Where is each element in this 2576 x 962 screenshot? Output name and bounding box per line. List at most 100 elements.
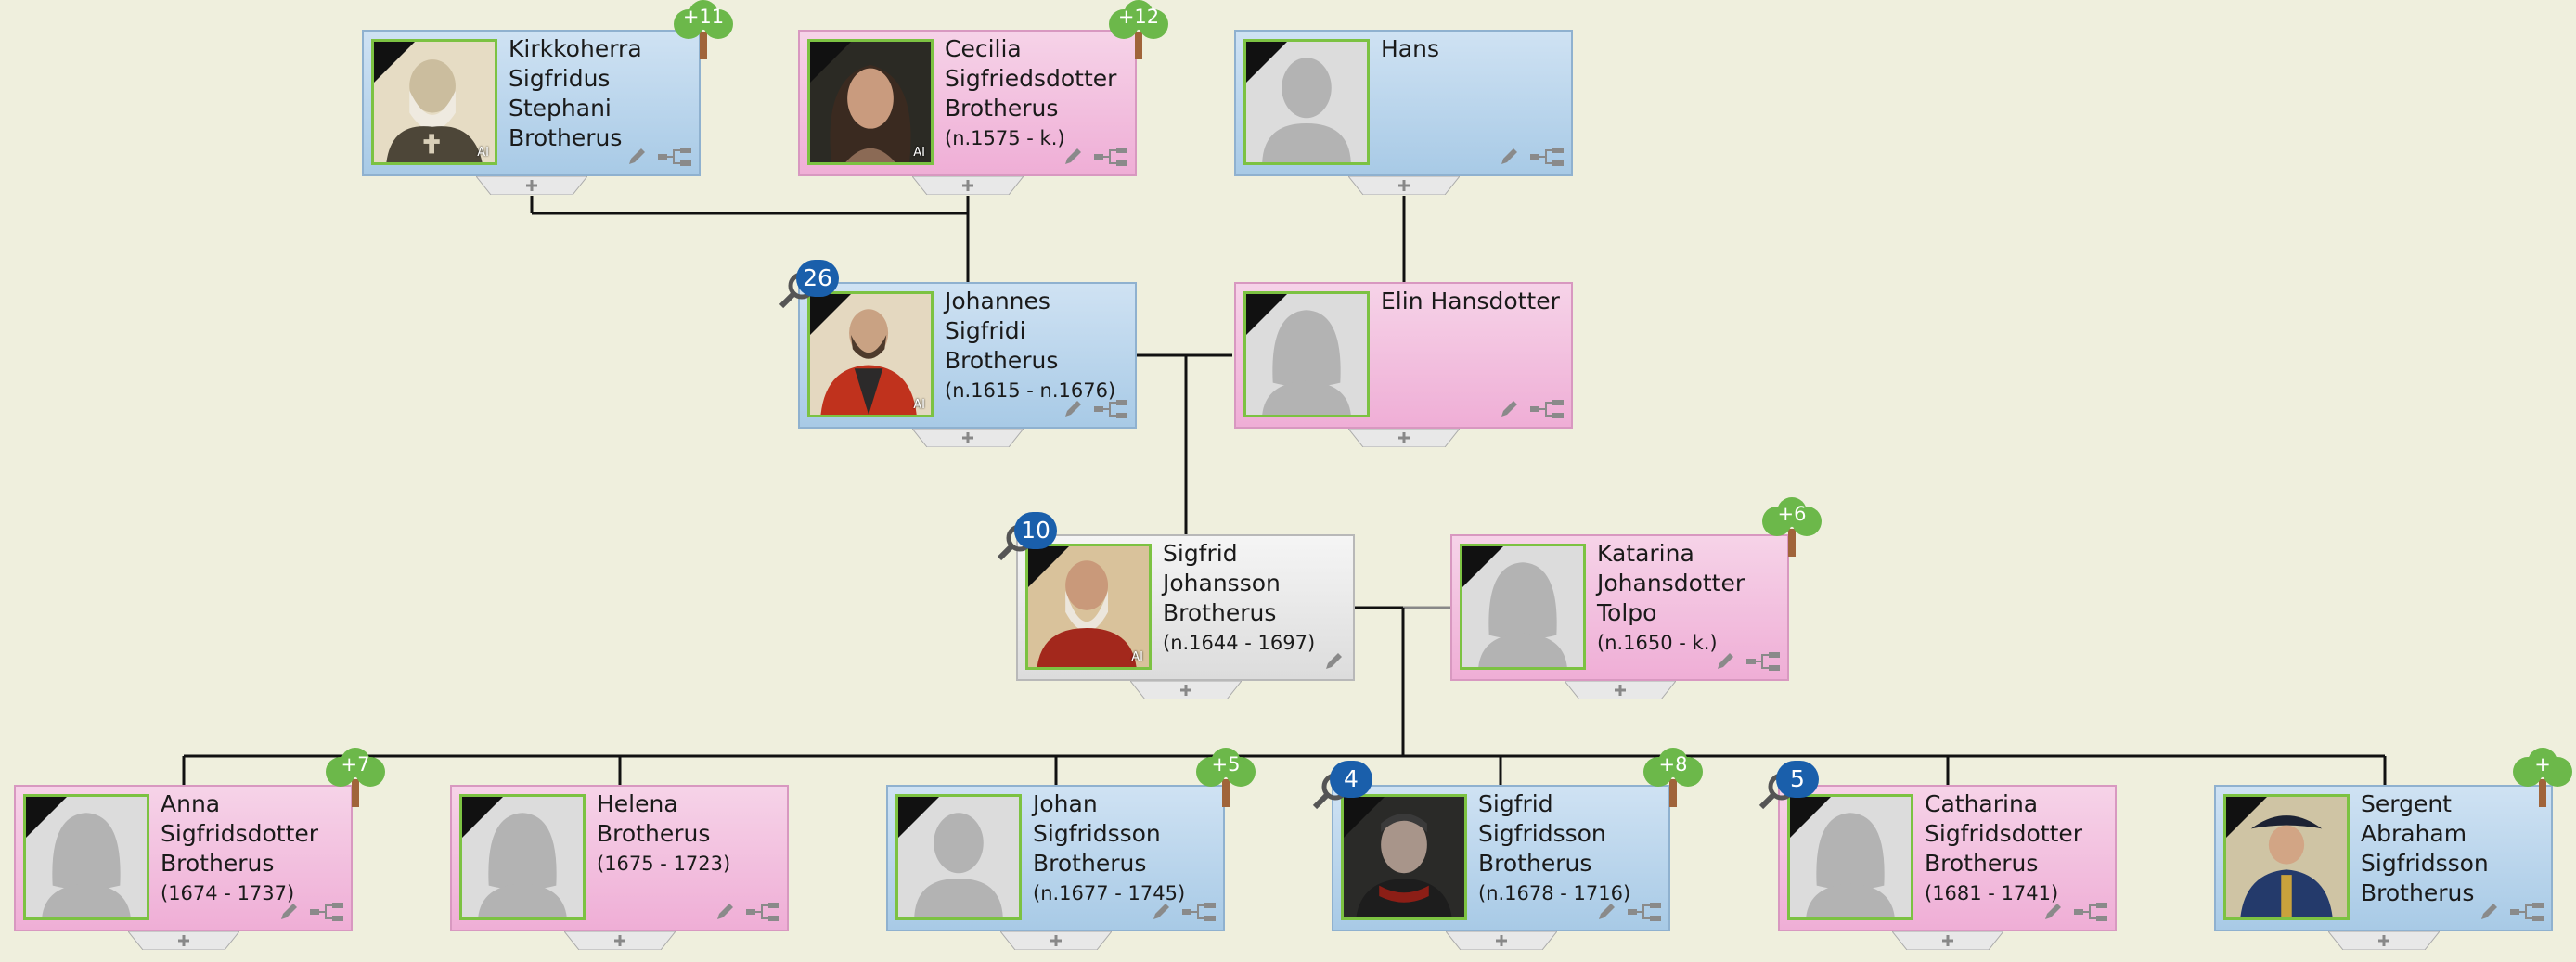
pencil-icon[interactable]: [1596, 900, 1618, 922]
pencil-icon[interactable]: [1323, 649, 1346, 672]
person-card-sigfridus[interactable]: AI Kirkkoherra Sigfridus Stephani Brothe…: [362, 30, 701, 176]
life-dates: (n.1575 - k.): [945, 127, 1065, 149]
deceased-ribbon: [2226, 797, 2267, 838]
descendants-tree-icon[interactable]: +8: [1640, 748, 1707, 809]
expand-button[interactable]: [912, 176, 1024, 195]
person-card-johannes[interactable]: AI Johannes Sigfridi Brotherus(n.1615 - …: [798, 282, 1137, 429]
person-card-elin[interactable]: Elin Hansdotter: [1234, 282, 1573, 429]
pencil-icon[interactable]: [2479, 900, 2501, 922]
family-tree-icon[interactable]: [1182, 902, 1216, 922]
family-tree-icon[interactable]: [1628, 902, 1661, 922]
portrait-photo[interactable]: AI: [1025, 544, 1152, 670]
person-card-catharina[interactable]: Catharina Sigfridsdotter Brotherus(1681 …: [1778, 785, 2117, 931]
portrait-placeholder[interactable]: [1243, 291, 1370, 417]
tree-count: +7: [341, 753, 370, 776]
life-dates: (1675 - 1723): [597, 853, 731, 875]
expand-button[interactable]: [128, 931, 239, 950]
person-card-sergent-abraham[interactable]: Sergent Abraham Sigfridsson Brotherus: [2214, 785, 2553, 931]
name-text: Catharina Sigfridsdotter Brotherus: [1925, 790, 2083, 877]
family-tree-icon[interactable]: [2510, 902, 2544, 922]
expand-button[interactable]: [1446, 931, 1557, 950]
person-name: Elin Hansdotter: [1381, 287, 1564, 316]
person-card-hans[interactable]: Hans: [1234, 30, 1573, 176]
family-tree-icon[interactable]: [1094, 399, 1127, 419]
person-card-katarina[interactable]: Katarina Johansdotter Tolpo(n.1650 - k.): [1450, 534, 1789, 681]
pencil-icon[interactable]: [1063, 145, 1085, 167]
ai-label: AI: [1131, 650, 1143, 664]
portrait-photo[interactable]: [1341, 794, 1467, 920]
expand-button[interactable]: [476, 176, 587, 195]
tree-count: +12: [1117, 6, 1160, 28]
portrait-placeholder[interactable]: [23, 794, 149, 920]
pencil-icon[interactable]: [1715, 649, 1737, 672]
ai-label: AI: [477, 146, 489, 160]
descendants-tree-icon[interactable]: +12: [1105, 0, 1172, 61]
portrait-soldier-tricorn: [2226, 797, 2347, 917]
portrait-placeholder[interactable]: [1243, 39, 1370, 165]
person-card-sigfrid-johansson[interactable]: AI Sigfrid Johansson Brotherus(n.1644 - …: [1016, 534, 1355, 681]
descendants-tree-icon[interactable]: +7: [322, 748, 389, 809]
family-tree-icon[interactable]: [1530, 147, 1564, 167]
ai-label: AI: [913, 146, 925, 160]
pencil-icon[interactable]: [715, 900, 737, 922]
person-name: Hans: [1381, 34, 1564, 64]
portrait-placeholder[interactable]: [459, 794, 586, 920]
person-card-helena[interactable]: Helena Brotherus (1675 - 1723): [450, 785, 789, 931]
pencil-icon[interactable]: [2042, 900, 2065, 922]
deceased-ribbon: [26, 797, 67, 838]
portrait-placeholder[interactable]: [1787, 794, 1913, 920]
deceased-ribbon: [810, 42, 851, 83]
expand-button[interactable]: [1000, 931, 1112, 950]
descendants-tree-icon[interactable]: +: [2509, 748, 2576, 809]
pencil-icon[interactable]: [1499, 397, 1521, 419]
family-tree-icon[interactable]: [658, 147, 691, 167]
tree-count: +5: [1211, 753, 1241, 776]
expand-button[interactable]: [1130, 681, 1242, 699]
descendants-tree-icon[interactable]: +6: [1758, 497, 1825, 558]
pencil-icon[interactable]: [1151, 900, 1173, 922]
portrait-photo[interactable]: AI: [807, 39, 934, 165]
name-text: Helena Brotherus: [597, 790, 711, 847]
person-card-cecilia[interactable]: AI Cecilia Sigfriedsdotter Brotherus(n.1…: [798, 30, 1137, 176]
person-name: Sergent Abraham Sigfridsson Brotherus: [2361, 789, 2544, 908]
pencil-icon[interactable]: [626, 145, 649, 167]
tree-count: +11: [682, 6, 725, 28]
portrait-photo[interactable]: [2223, 794, 2350, 920]
person-name: Sigfrid Johansson Brotherus(n.1644 - 169…: [1163, 539, 1346, 658]
female-silhouette-icon: [1246, 294, 1367, 415]
person-card-anna[interactable]: Anna Sigfridsdotter Brotherus(1674 - 173…: [14, 785, 353, 931]
person-card-johan[interactable]: Johan Sigfridsson Brotherus(n.1677 - 174…: [886, 785, 1225, 931]
portrait-placeholder[interactable]: [1460, 544, 1586, 670]
deceased-ribbon: [1462, 546, 1503, 587]
portrait-photo[interactable]: AI: [807, 291, 934, 417]
family-tree-icon[interactable]: [746, 902, 779, 922]
family-tree-icon[interactable]: [310, 902, 343, 922]
expand-button[interactable]: [564, 931, 676, 950]
descendants-tree-icon[interactable]: +5: [1192, 748, 1259, 809]
expand-button[interactable]: [1892, 931, 2003, 950]
pencil-icon[interactable]: [1063, 397, 1085, 419]
person-card-sigfrid-sigfridsson[interactable]: Sigfrid Sigfridsson Brotherus(n.1678 - 1…: [1332, 785, 1670, 931]
expand-button[interactable]: [1348, 429, 1460, 447]
family-tree-icon[interactable]: [2074, 902, 2107, 922]
expand-button[interactable]: [2328, 931, 2440, 950]
family-tree-icon[interactable]: [1094, 147, 1127, 167]
expand-button[interactable]: [1348, 176, 1460, 195]
name-text: Sigfrid Johansson Brotherus: [1163, 540, 1281, 626]
pencil-icon[interactable]: [1499, 145, 1521, 167]
portrait-man-dark: [1344, 797, 1464, 917]
expand-button[interactable]: [912, 429, 1024, 447]
descendants-tree-icon[interactable]: +11: [670, 0, 737, 61]
family-tree-icon[interactable]: [1746, 651, 1780, 672]
portrait-photo[interactable]: AI: [371, 39, 497, 165]
life-dates: (n.1677 - 1745): [1033, 882, 1186, 904]
deceased-ribbon: [374, 42, 415, 83]
deceased-ribbon: [1028, 546, 1069, 587]
pencil-icon[interactable]: [278, 900, 301, 922]
portrait-placeholder[interactable]: [895, 794, 1022, 920]
badge-count: 10: [1014, 512, 1057, 549]
expand-button[interactable]: [1565, 681, 1676, 699]
name-text: Hans: [1381, 35, 1439, 62]
family-tree-icon[interactable]: [1530, 399, 1564, 419]
